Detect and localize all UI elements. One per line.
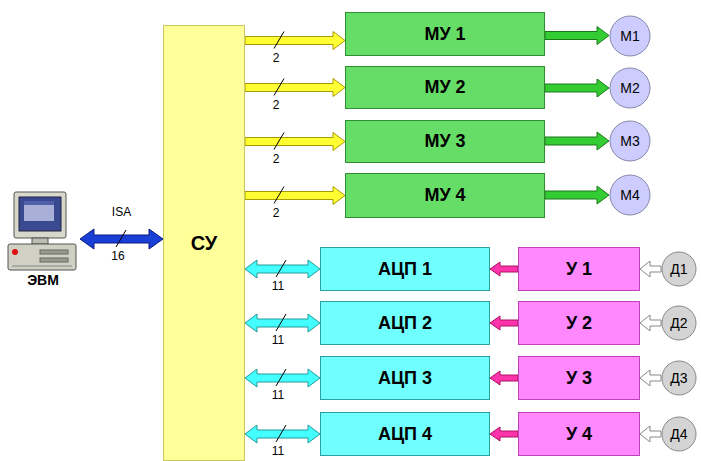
sensor-label: Д1 (670, 261, 687, 277)
connector-arrow (640, 315, 661, 331)
bus-width-slash (116, 230, 126, 247)
bus-width: 11 (272, 388, 284, 402)
bus-width-slash (276, 425, 286, 442)
bus-width-slash (274, 133, 284, 150)
motor-circle: M4 (609, 174, 651, 216)
connector-arrow (245, 187, 345, 205)
motor-label: M1 (620, 28, 639, 44)
amplifier-box: У 2 (518, 301, 640, 345)
motor-circle: M1 (609, 15, 651, 57)
bus-width: 11 (272, 333, 284, 347)
motor-driver-box: МУ 1 (345, 12, 545, 56)
connector-arrow (490, 427, 518, 441)
box-label: СУ (191, 232, 218, 255)
bus-width: 16 (111, 249, 124, 263)
amplifier-box: У 1 (518, 247, 640, 291)
motor-label: M4 (620, 187, 639, 203)
connector-arrow (490, 262, 518, 276)
connector-arrow (490, 316, 518, 330)
motor-circle: M3 (609, 120, 651, 162)
motor-label: M3 (620, 133, 639, 149)
motor-label: M2 (620, 80, 639, 96)
bus-width-slash (276, 314, 286, 331)
bus-width-slash (274, 187, 284, 204)
box-label: У 3 (566, 368, 592, 389)
bus-width-slash (274, 32, 284, 49)
bus-width: 11 (272, 279, 284, 293)
adc-box: АЦП 3 (320, 356, 490, 400)
sensor-circle: Д4 (661, 416, 697, 452)
bus-width: 2 (273, 206, 280, 220)
adc-box: АЦП 2 (320, 301, 490, 345)
connector-arrow (640, 261, 661, 277)
bus-name: ISA (112, 205, 131, 219)
motor-circle: M2 (609, 67, 651, 109)
sensor-label: Д4 (670, 426, 687, 442)
connector-arrow (245, 314, 320, 332)
connector-arrow (545, 79, 609, 97)
connector-arrow (640, 426, 661, 442)
connector-arrow (640, 370, 661, 386)
sensor-label: Д3 (670, 370, 687, 386)
computer-label: ЭВМ (6, 272, 80, 288)
box-label: АЦП 3 (378, 368, 432, 389)
connector-arrow (245, 369, 320, 387)
bus-width-slash (276, 369, 286, 386)
connector-arrow (545, 27, 609, 45)
box-label: АЦП 2 (378, 313, 432, 334)
box-label: АЦП 1 (378, 259, 432, 280)
connector-arrow (245, 32, 345, 50)
amplifier-box: У 4 (518, 412, 640, 456)
bus-width-slash (274, 79, 284, 96)
box-label: АЦП 4 (378, 424, 432, 445)
box-label: У 4 (566, 424, 592, 445)
motor-driver-box: МУ 3 (345, 120, 545, 163)
sensor-label: Д2 (670, 315, 687, 331)
connector-arrow (545, 186, 609, 204)
connector-arrow (490, 371, 518, 385)
connector-arrow (545, 132, 609, 150)
connector-arrow (245, 260, 320, 278)
box-label: У 1 (566, 259, 592, 280)
connector-arrow (245, 133, 345, 151)
box-label: МУ 4 (424, 185, 465, 206)
box-label: МУ 2 (424, 77, 465, 98)
bus-width: 2 (273, 51, 280, 65)
connector-arrow (245, 79, 345, 97)
bus-width-slash (276, 260, 286, 277)
control-unit-box: СУ (163, 25, 245, 461)
sensor-circle: Д1 (661, 251, 697, 287)
bus-width: 2 (273, 152, 280, 166)
sensor-circle: Д2 (661, 305, 697, 341)
bus-width: 11 (272, 444, 284, 458)
motor-driver-box: МУ 4 (345, 173, 545, 218)
connector-arrow (245, 425, 320, 443)
amplifier-box: У 3 (518, 356, 640, 400)
box-label: МУ 3 (424, 131, 465, 152)
connector-arrow (80, 229, 163, 249)
adc-box: АЦП 4 (320, 412, 490, 456)
bus-width: 2 (273, 98, 280, 112)
adc-box: АЦП 1 (320, 247, 490, 291)
computer-node: ЭВМ (6, 190, 80, 288)
motor-driver-box: МУ 2 (345, 66, 545, 109)
box-label: У 2 (566, 313, 592, 334)
box-label: МУ 1 (424, 24, 465, 45)
sensor-circle: Д3 (661, 360, 697, 396)
